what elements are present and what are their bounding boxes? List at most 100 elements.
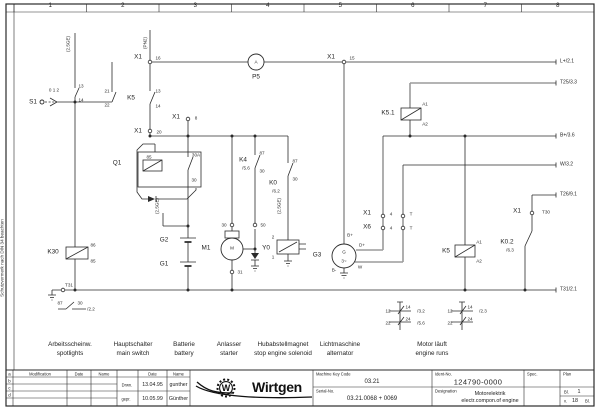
schematic-label: /3.2	[417, 308, 425, 314]
column-number: 8	[556, 3, 560, 9]
drawn-name: gunther	[169, 381, 188, 388]
schematic-label: 30	[292, 176, 298, 182]
ref-t26: T26/9.1	[560, 191, 577, 198]
spec-label: Spec.	[527, 371, 538, 376]
col-name: Name	[98, 371, 110, 376]
caption-german: Lichtmaschine	[319, 341, 361, 348]
schematic-label: (2.5GE)	[276, 197, 282, 215]
schematic-label: 86	[90, 242, 96, 248]
schematic-label: 15	[349, 55, 355, 61]
sheet-bl-label: Bl.	[564, 389, 569, 394]
checked-name: Günther	[168, 395, 189, 402]
revision-letter: a	[8, 371, 11, 376]
schematic-label: 12	[447, 308, 453, 314]
caption-german: Anlasser	[216, 341, 242, 348]
schematic-label: 30	[221, 222, 227, 228]
drawn-label: Drwn.	[121, 382, 133, 387]
col-modification: Modification	[29, 371, 51, 376]
schematic-label: W	[357, 264, 363, 270]
revision-letter: d	[8, 392, 11, 397]
schematic-label: 4	[389, 211, 393, 217]
schematic-label: 1	[271, 254, 275, 260]
sub-col-name: Name	[173, 371, 184, 376]
serial-no-label: Serial-No.	[316, 388, 335, 393]
schematic-label: 87	[259, 150, 265, 156]
caption-english: battery	[174, 349, 194, 357]
label-contact-k5: K5	[127, 94, 135, 102]
checked-date: 10.05.99	[142, 395, 163, 402]
label-contact-k02: K0.2	[500, 238, 514, 246]
column-number: 2	[121, 3, 125, 9]
caption-german: Batterie	[173, 341, 195, 348]
column-number: 1	[48, 3, 52, 9]
serial-no-value: 03.21.0068 + 0069	[346, 395, 398, 402]
schematic-label: 2	[271, 234, 275, 240]
component-circles	[39, 53, 357, 269]
schematic-label: 85	[146, 154, 152, 160]
sheet-number: 1	[577, 388, 581, 395]
schematic-label: 14	[467, 304, 473, 310]
schematic-label: A2	[476, 258, 482, 264]
schematic-label: X1	[134, 127, 142, 135]
schematic-label: 85	[90, 258, 96, 264]
wirtgen-gear-w: W	[221, 383, 231, 393]
schematic-label: 30	[77, 300, 83, 306]
schematic-label: A1	[422, 101, 428, 107]
revision-letter: c	[8, 385, 11, 390]
column-number: 6	[411, 3, 415, 9]
schematic-label: 50	[260, 222, 266, 228]
diode-symbols	[148, 196, 259, 259]
schematic-label: 13	[78, 83, 84, 89]
schematic-label: 24	[467, 316, 473, 322]
caption-english: alternator	[326, 349, 354, 357]
schematic-label: 4	[389, 225, 393, 231]
alternator-g3-symbol	[331, 243, 357, 269]
schematic-label: X1	[363, 209, 371, 217]
schematic-label: 0 1 2	[48, 87, 60, 93]
schematic-label: D+	[358, 242, 366, 248]
label-connector-x1: X1	[134, 53, 142, 61]
schematic-label: 30	[191, 177, 197, 183]
machine-key-code-label: Machine Key Code	[316, 371, 351, 376]
schematic-label: (PN2)	[142, 37, 148, 49]
schematic-label: 30A	[191, 152, 201, 158]
schematic-label: X1	[327, 53, 335, 61]
schematic-label: T	[409, 211, 413, 217]
label-relay-k5: K5	[442, 247, 450, 255]
schematic-label: 22	[104, 102, 110, 108]
schematic-label: /6.2	[272, 188, 280, 194]
ref-w: W/3.2	[560, 161, 574, 168]
plan-label: Plan	[563, 371, 572, 376]
schematic-label: /5.6	[242, 165, 250, 171]
schematic-label: B-	[331, 267, 337, 273]
connector-terminals	[60, 59, 535, 293]
caption-english: stop engine solenoid	[254, 349, 312, 357]
schematic-label: X6	[363, 223, 371, 231]
ref-t25: T25/3.3	[560, 79, 577, 86]
column-number: 3	[193, 3, 197, 9]
schematic-label: 14	[405, 304, 411, 310]
label-battery-relay-q1: Q1	[112, 159, 122, 167]
column-number: 4	[266, 3, 270, 9]
caption-german: Arbeitsscheinw.	[48, 341, 92, 348]
schematic-label: 30	[259, 168, 265, 174]
ident-no-label: Ident-No.	[435, 371, 452, 376]
starter-m1-symbol	[220, 237, 244, 261]
label-switch-s1: S1	[29, 98, 37, 106]
schematic-label: 14	[78, 97, 84, 103]
schematic-label: 3~	[341, 258, 347, 264]
col-date: Date	[74, 371, 84, 376]
checked-label: gepr.	[121, 396, 131, 401]
schematic-label: T30	[542, 209, 550, 215]
schematic-label: G	[342, 249, 346, 255]
din-protection-note: Schutzvermerk nach DIN 34 beachten	[0, 219, 5, 297]
label-contact-k0: K0	[269, 179, 277, 187]
label-relay-k51: K5.1	[381, 109, 395, 117]
schematic-label: 87	[292, 158, 298, 164]
schematic-label: 22	[447, 320, 453, 326]
